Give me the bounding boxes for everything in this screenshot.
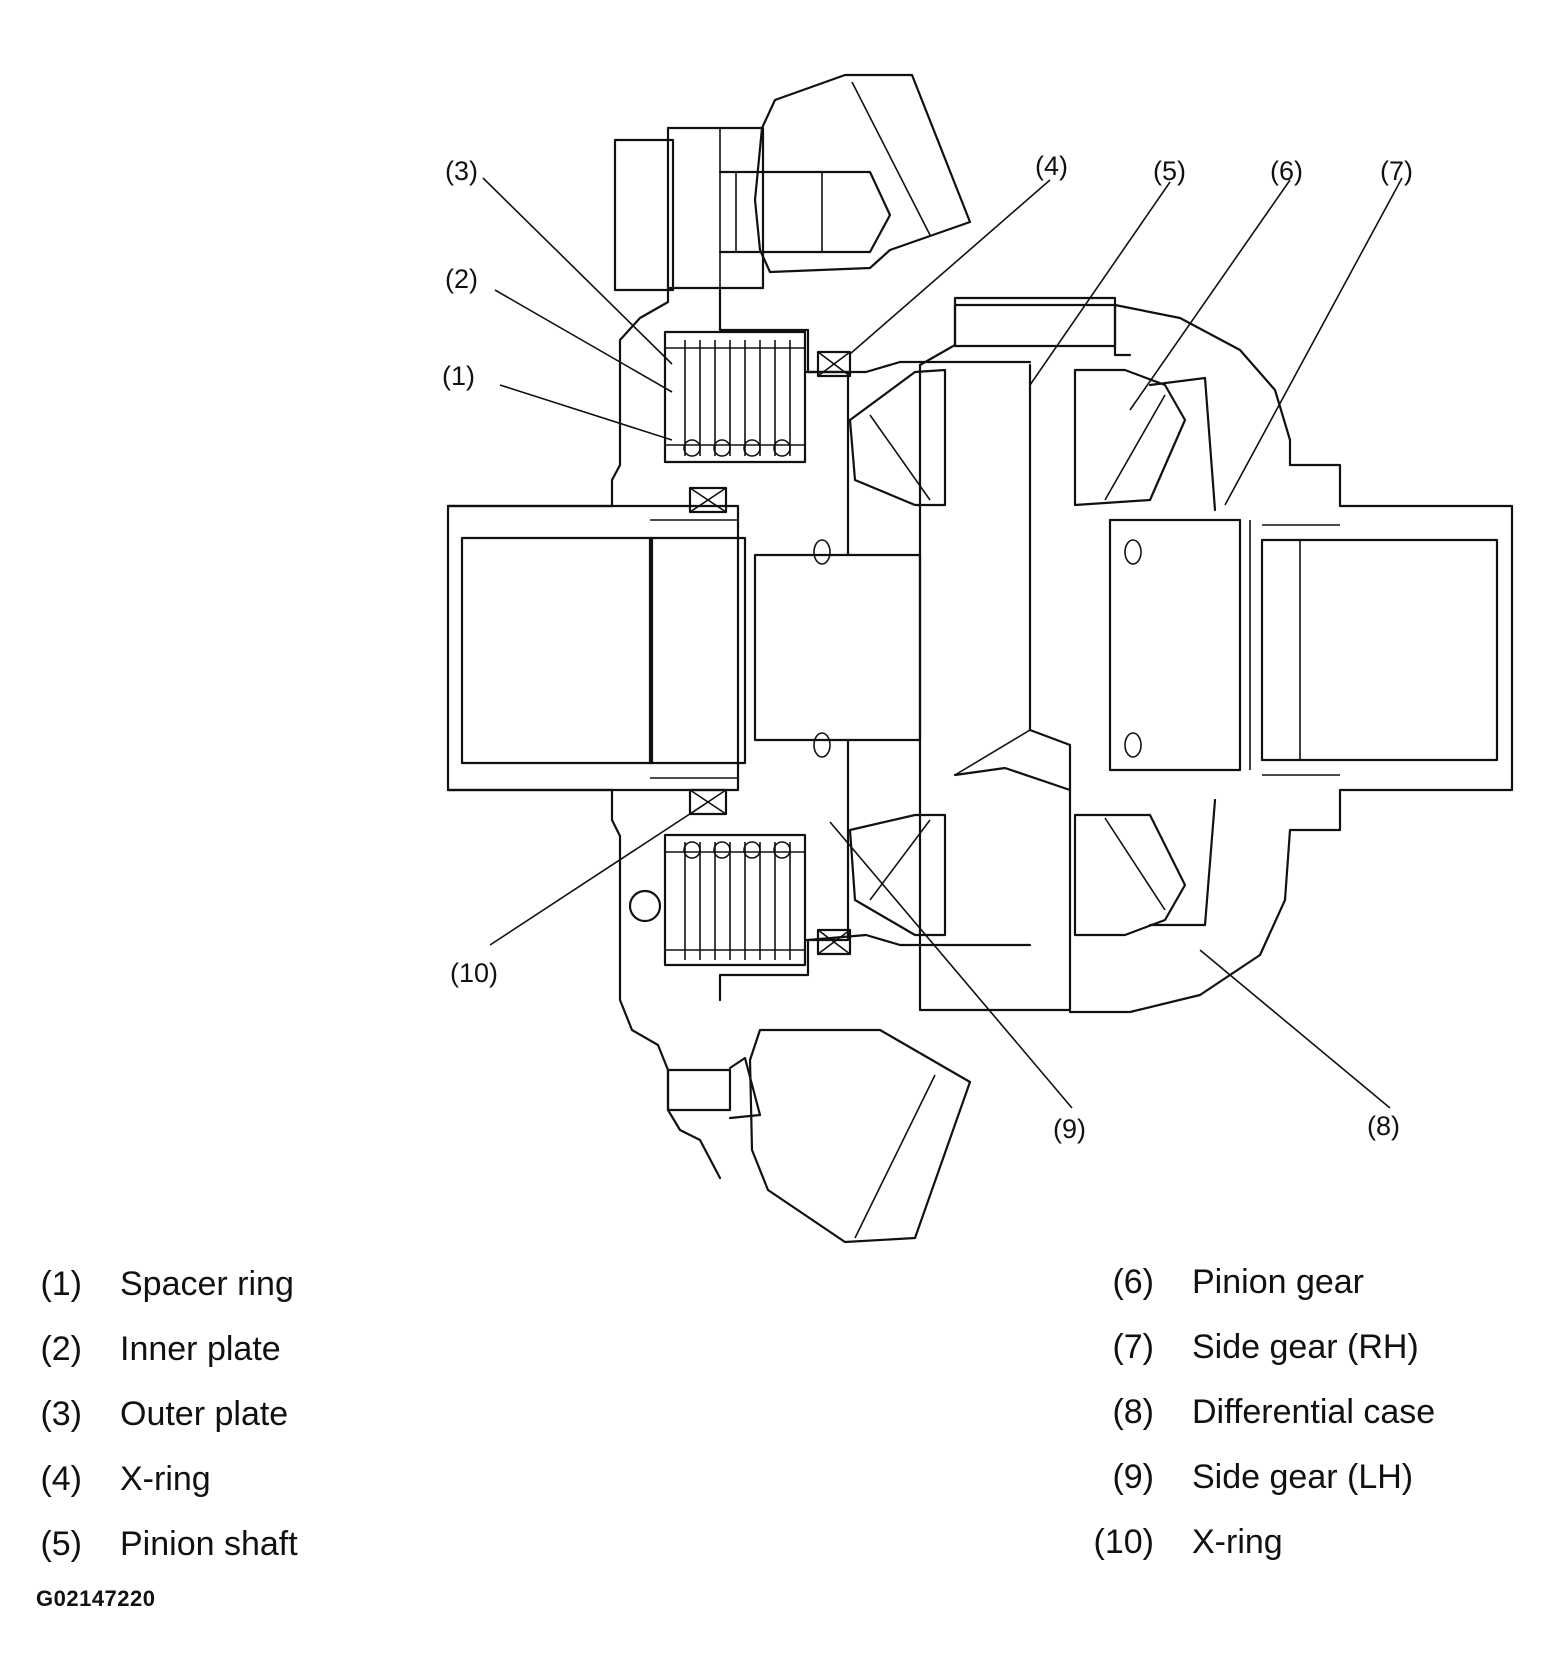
pinion-gear-lower-left	[848, 813, 947, 937]
side-gear-lh	[753, 370, 922, 942]
legend-item: (5) Pinion shaft	[30, 1512, 298, 1577]
pinion-gear-upper-right	[1073, 368, 1217, 512]
x-ring-bottom	[816, 928, 852, 956]
legend-number: (4)	[40, 1460, 82, 1498]
legend-label: Side gear (LH)	[1192, 1458, 1414, 1496]
legend-label: Side gear (RH)	[1192, 1328, 1419, 1366]
legend-number: (7)	[1112, 1328, 1154, 1366]
legend-item: (8) Differential case	[1082, 1380, 1435, 1445]
legend-label: X-ring	[1192, 1523, 1283, 1561]
callout-6: (6)	[1270, 156, 1303, 186]
legend-label: Spacer ring	[120, 1265, 294, 1303]
leader-5	[1029, 181, 1171, 386]
callout-1: (1)	[442, 361, 475, 391]
legend-label: X-ring	[120, 1460, 211, 1498]
leader-9	[829, 821, 1073, 1109]
legend-label: Inner plate	[120, 1330, 281, 1368]
callout-9: (9)	[1053, 1114, 1086, 1144]
leader-3	[482, 177, 673, 365]
pinion-gear-upper-left	[848, 368, 947, 507]
leader-7	[1224, 177, 1403, 506]
callout-8: (8)	[1367, 1111, 1400, 1141]
left-axle-bore	[446, 504, 747, 792]
legend-number: (2)	[40, 1330, 82, 1368]
legend-left: (1) Spacer ring (2) Inner plate (3) Oute…	[30, 1252, 298, 1577]
leader-2	[494, 289, 673, 393]
callout-labels: (1) (2) (3) (4) (5) (6) (7) (8) (9) (10)	[442, 151, 1413, 1144]
legend-number: (10)	[1093, 1523, 1154, 1561]
legend-label: Pinion gear	[1192, 1263, 1365, 1301]
callout-2: (2)	[445, 264, 478, 294]
legend-item: (9) Side gear (LH)	[1082, 1445, 1435, 1510]
differential-case-right	[1068, 303, 1514, 1014]
leader-6	[1129, 179, 1291, 411]
pinion-shaft	[918, 296, 1132, 1012]
legend-number: (5)	[40, 1525, 82, 1563]
legend-right: (6) Pinion gear (7) Side gear (RH) (8) D…	[1082, 1250, 1436, 1575]
legend-item: (1) Spacer ring	[30, 1252, 298, 1317]
legend-label: Pinion shaft	[120, 1525, 298, 1563]
callout-7: (7)	[1380, 156, 1413, 186]
clutch-pack-bottom	[663, 833, 807, 967]
leader-8	[1199, 949, 1391, 1109]
leader-10	[489, 803, 706, 946]
leader-lines	[482, 177, 1403, 1109]
legend-item: (7) Side gear (RH)	[1082, 1315, 1435, 1380]
side-gear-rh	[1108, 518, 1251, 772]
legend-item: (6) Pinion gear	[1082, 1250, 1435, 1315]
figure-id: G02147220	[36, 1586, 156, 1611]
callout-10: (10)	[450, 958, 498, 988]
legend-number: (6)	[1112, 1263, 1154, 1301]
legend-number: (3)	[40, 1395, 82, 1433]
leader-1	[499, 384, 673, 441]
x-ring-mid-top	[688, 486, 728, 514]
leader-4	[849, 179, 1051, 355]
bolt	[613, 126, 892, 292]
callout-4: (4)	[1035, 151, 1068, 181]
callout-3: (3)	[445, 156, 478, 186]
legend-number: (1)	[40, 1265, 82, 1303]
clutch-pack-top	[663, 330, 807, 464]
legend-number: (8)	[1112, 1393, 1154, 1431]
legend-item: (2) Inner plate	[30, 1317, 298, 1382]
ring-gear-bottom	[748, 1028, 972, 1244]
ring-gear-top	[753, 73, 972, 274]
bolt-bottom	[666, 1056, 762, 1120]
legend-label: Outer plate	[120, 1395, 289, 1433]
pinion-gear-lower-right	[1073, 798, 1217, 937]
legend-item: (3) Outer plate	[30, 1382, 298, 1447]
o-ring	[628, 889, 662, 923]
legend-item: (10) X-ring	[1082, 1510, 1435, 1575]
legend-number: (9)	[1112, 1458, 1154, 1496]
legend-label: Differential case	[1192, 1393, 1436, 1431]
legend-item: (4) X-ring	[30, 1447, 298, 1512]
callout-5: (5)	[1153, 156, 1186, 186]
